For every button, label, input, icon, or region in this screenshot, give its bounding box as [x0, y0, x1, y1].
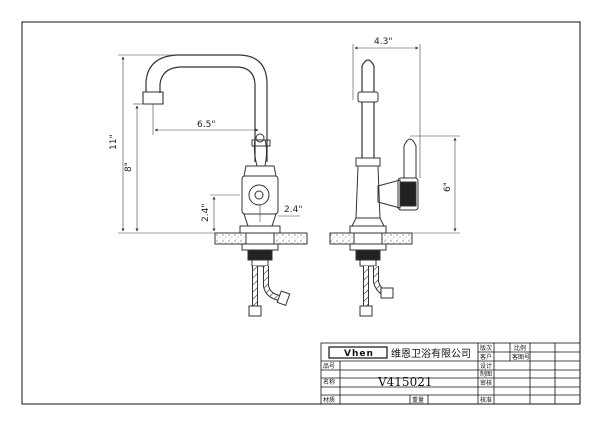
dimension-lines-right: [352, 44, 460, 234]
label-weight: 重量: [412, 396, 424, 404]
label-design: 设计: [480, 362, 492, 370]
label-review: 审核: [480, 379, 492, 387]
front-view: [349, 59, 419, 234]
dim-total-height: 11": [109, 134, 119, 150]
shank-left: [241, 243, 279, 267]
hoses-right: [359, 266, 394, 317]
side-view: [142, 54, 281, 234]
dimension-lines-left: [118, 54, 300, 234]
drawing-border: [21, 21, 581, 405]
dim-side-depth: 2.4": [201, 204, 211, 222]
dim-spout-reach: 6.5": [197, 120, 215, 130]
label-client-item: 客图号: [512, 353, 530, 361]
dim-side-offset: 2.4": [284, 205, 302, 215]
shank-right: [349, 243, 387, 267]
model-number: V415021: [377, 375, 432, 389]
brand-logo: [328, 346, 388, 359]
label-approval: 核准: [480, 396, 492, 404]
hoses-left: [248, 266, 291, 317]
dim-handle-height: 6": [443, 182, 453, 192]
label-name: 名称: [323, 378, 335, 386]
label-version: 版次: [480, 344, 492, 352]
company-name: 维恩卫浴有限公司: [391, 347, 471, 360]
title-block: [320, 342, 581, 405]
dim-spout-height: 8": [124, 162, 134, 172]
label-drafting: 制图: [480, 370, 492, 378]
label-customer: 客户: [480, 353, 492, 361]
label-scale: 比例: [514, 344, 526, 352]
label-item-no: 品号: [323, 363, 335, 370]
dim-body-width: 4.3": [374, 37, 392, 47]
label-material: 材质: [323, 396, 335, 404]
brand-name: Vhen: [344, 349, 374, 359]
